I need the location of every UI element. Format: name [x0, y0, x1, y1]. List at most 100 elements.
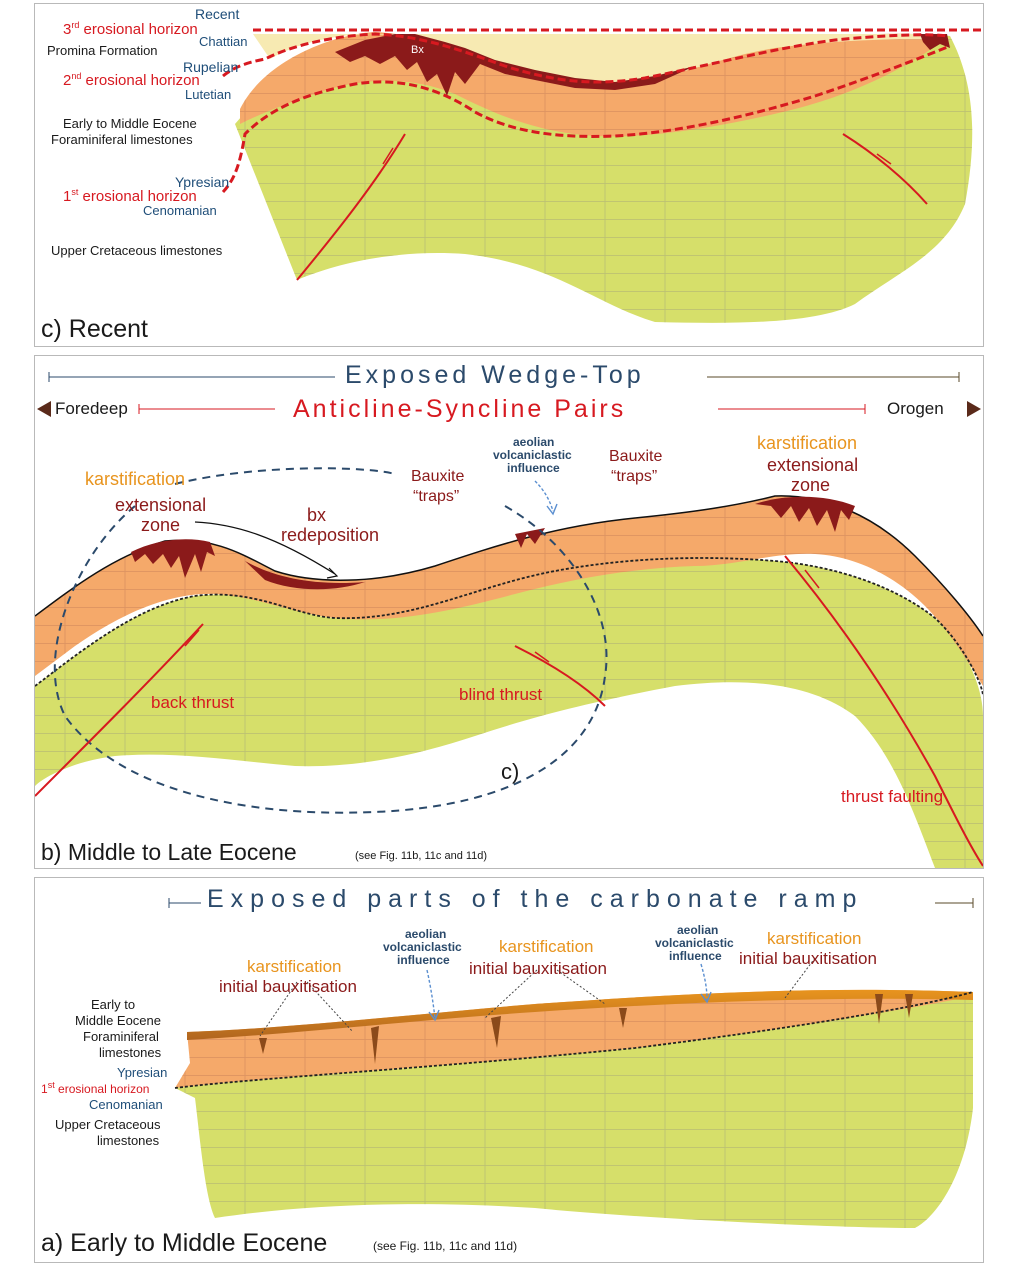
recent-cross-section — [221, 28, 983, 323]
unconformity-line — [35, 557, 983, 697]
aeolian-arrow-1 — [426, 969, 436, 1019]
redeposition-label: redeposition — [281, 525, 380, 545]
ellipse-c-outline — [53, 467, 608, 814]
aeolian2-line3: influence — [669, 949, 722, 963]
horizon-1-label: 1st erosional horizon — [63, 187, 197, 205]
thrust-fault-left — [296, 133, 406, 281]
bauxite-traps-1b: “traps” — [413, 488, 460, 505]
leader-lines-2 — [484, 969, 606, 1019]
erosional-horizon-2 — [222, 32, 948, 84]
chattian-label: Chattian — [199, 34, 248, 49]
aeolian-label-2: volcaniclastic — [493, 448, 572, 462]
rupelian-label: Rupelian — [183, 59, 239, 75]
karst2-label: karstification — [499, 937, 594, 956]
bauxite-traps-2b: “traps” — [611, 468, 658, 485]
bauxit2-label: initial bauxitisation — [469, 959, 607, 978]
extensional-label-right: extensional — [767, 455, 859, 475]
bauxit1-label: initial bauxitisation — [219, 977, 357, 996]
karst-spike-5 — [875, 994, 883, 1024]
karst-spike-4 — [619, 1008, 627, 1028]
eocene-label-3: Foraminiferal — [83, 1029, 159, 1044]
bauxite-karst-left — [131, 539, 215, 578]
promina-formation-layer — [253, 34, 947, 83]
eocene-label-1: Early to Middle Eocene — [63, 116, 197, 131]
leader-lines-3 — [784, 957, 816, 999]
promina-label: Promina Formation — [47, 43, 158, 58]
zone-label-right: zone — [791, 475, 831, 495]
thrust-fault-right — [784, 555, 983, 867]
cretaceous-label-1: Upper Cretaceous — [55, 1117, 161, 1132]
bx-label: Bx — [411, 44, 424, 56]
panel-c-title: c) Recent — [41, 315, 148, 343]
orogen-label: Orogen — [887, 399, 944, 418]
blind-thrust-label: blind thrust — [459, 685, 543, 704]
c-label: c) — [501, 759, 520, 784]
erosional-horizon-1 — [221, 44, 951, 194]
panel-early-middle-eocene: Exposed parts of the carbonate ramp aeol… — [34, 877, 984, 1263]
cretaceous-label-2: limestones — [97, 1133, 160, 1148]
karstification-label-right: karstification — [757, 433, 858, 453]
karst-spike-2 — [371, 1026, 379, 1064]
foredeep-label: Foredeep — [55, 399, 128, 418]
horizon-1-label: 1st erosional horizon — [41, 1080, 150, 1096]
redeposition-arrow — [194, 521, 336, 575]
bauxite-trap-syncline — [245, 561, 365, 590]
bauxit3-label: initial bauxitisation — [739, 949, 877, 968]
karst-spike-6 — [905, 994, 913, 1018]
foredeep-arrow — [37, 401, 51, 417]
aeolian-label-1: aeolian — [513, 435, 555, 449]
panel-recent: Bx Recent 3rd erosional horizon Chattian… — [34, 3, 984, 347]
exposed-ramp-title: Exposed parts of the carbonate ramp — [207, 885, 864, 913]
eocene-label-2: Foraminiferal limestones — [51, 132, 193, 147]
horizon-3-label: 3rd erosional horizon — [63, 20, 198, 38]
karst-spike-3 — [491, 1016, 501, 1048]
back-thrust-fault — [35, 623, 204, 797]
panel-b-title: b) Middle to Late Eocene — [41, 839, 297, 865]
aeolian2-line1: aeolian — [677, 923, 719, 937]
horizon-2-label: 2nd erosional horizon — [63, 71, 200, 89]
karst1-label: karstification — [247, 957, 342, 976]
aeolian-label-3: influence — [507, 461, 560, 475]
karst-spike-1 — [259, 1038, 267, 1054]
eocene-label-4: limestones — [99, 1045, 162, 1060]
bx-label: bx — [307, 505, 327, 525]
aeolian1-line2: volcaniclastic — [383, 940, 462, 954]
aeolian-arrow — [534, 480, 554, 512]
exposed-wedge-top-title: Exposed Wedge-Top — [345, 361, 645, 389]
cenomanian-label: Cenomanian — [89, 1097, 163, 1112]
panel-a-title: a) Early to Middle Eocene — [41, 1229, 328, 1257]
bauxite-trap-right — [515, 528, 545, 548]
panel-a-reference: (see Fig. 11b, 11c and 11d) — [373, 1239, 518, 1253]
eocene-label-1: Early to — [91, 997, 136, 1012]
blind-thrust-fault — [514, 645, 606, 707]
eocene-label-2: Middle Eocene — [75, 1013, 161, 1028]
zone-label-left: zone — [141, 515, 181, 535]
bauxite-traps-2a: Bauxite — [609, 448, 663, 465]
karst-surface-band — [187, 989, 973, 1040]
panel-b-reference: (see Fig. 11b, 11c and 11d) — [355, 850, 488, 862]
bauxite-karst-right — [755, 496, 855, 532]
ypresian-label: Ypresian — [175, 174, 230, 190]
aeolian1-line1: aeolian — [405, 927, 447, 941]
aeolian1-line3: influence — [397, 953, 450, 967]
karst3-label: karstification — [767, 929, 862, 948]
bauxite-deposit — [335, 34, 695, 96]
panel-middle-late-eocene: Exposed Wedge-Top Foredeep Orogen Anticl… — [34, 355, 984, 869]
thrust-fault-right — [842, 133, 928, 205]
early-middle-eocene-cross-section — [168, 898, 974, 1228]
karstification-label-left: karstification — [85, 469, 186, 489]
middle-late-eocene-cross-section — [35, 372, 983, 868]
thrust-faulting-label: thrust faulting — [841, 787, 944, 806]
unconformity-line — [174, 991, 974, 1089]
leader-lines-1 — [259, 981, 354, 1037]
cenomanian-label: Cenomanian — [143, 203, 217, 218]
anticline-syncline-title: Anticline-Syncline Pairs — [293, 395, 627, 423]
ypresian-label: Ypresian — [117, 1065, 168, 1080]
orogen-arrow — [967, 401, 981, 417]
back-thrust-label: back thrust — [151, 693, 235, 712]
lutetian-label: Lutetian — [185, 87, 232, 102]
aeolian2-line2: volcaniclastic — [655, 936, 734, 950]
extensional-label-left: extensional — [115, 495, 207, 515]
bauxite-traps-1a: Bauxite — [411, 468, 465, 485]
recent-label: Recent — [195, 6, 240, 22]
